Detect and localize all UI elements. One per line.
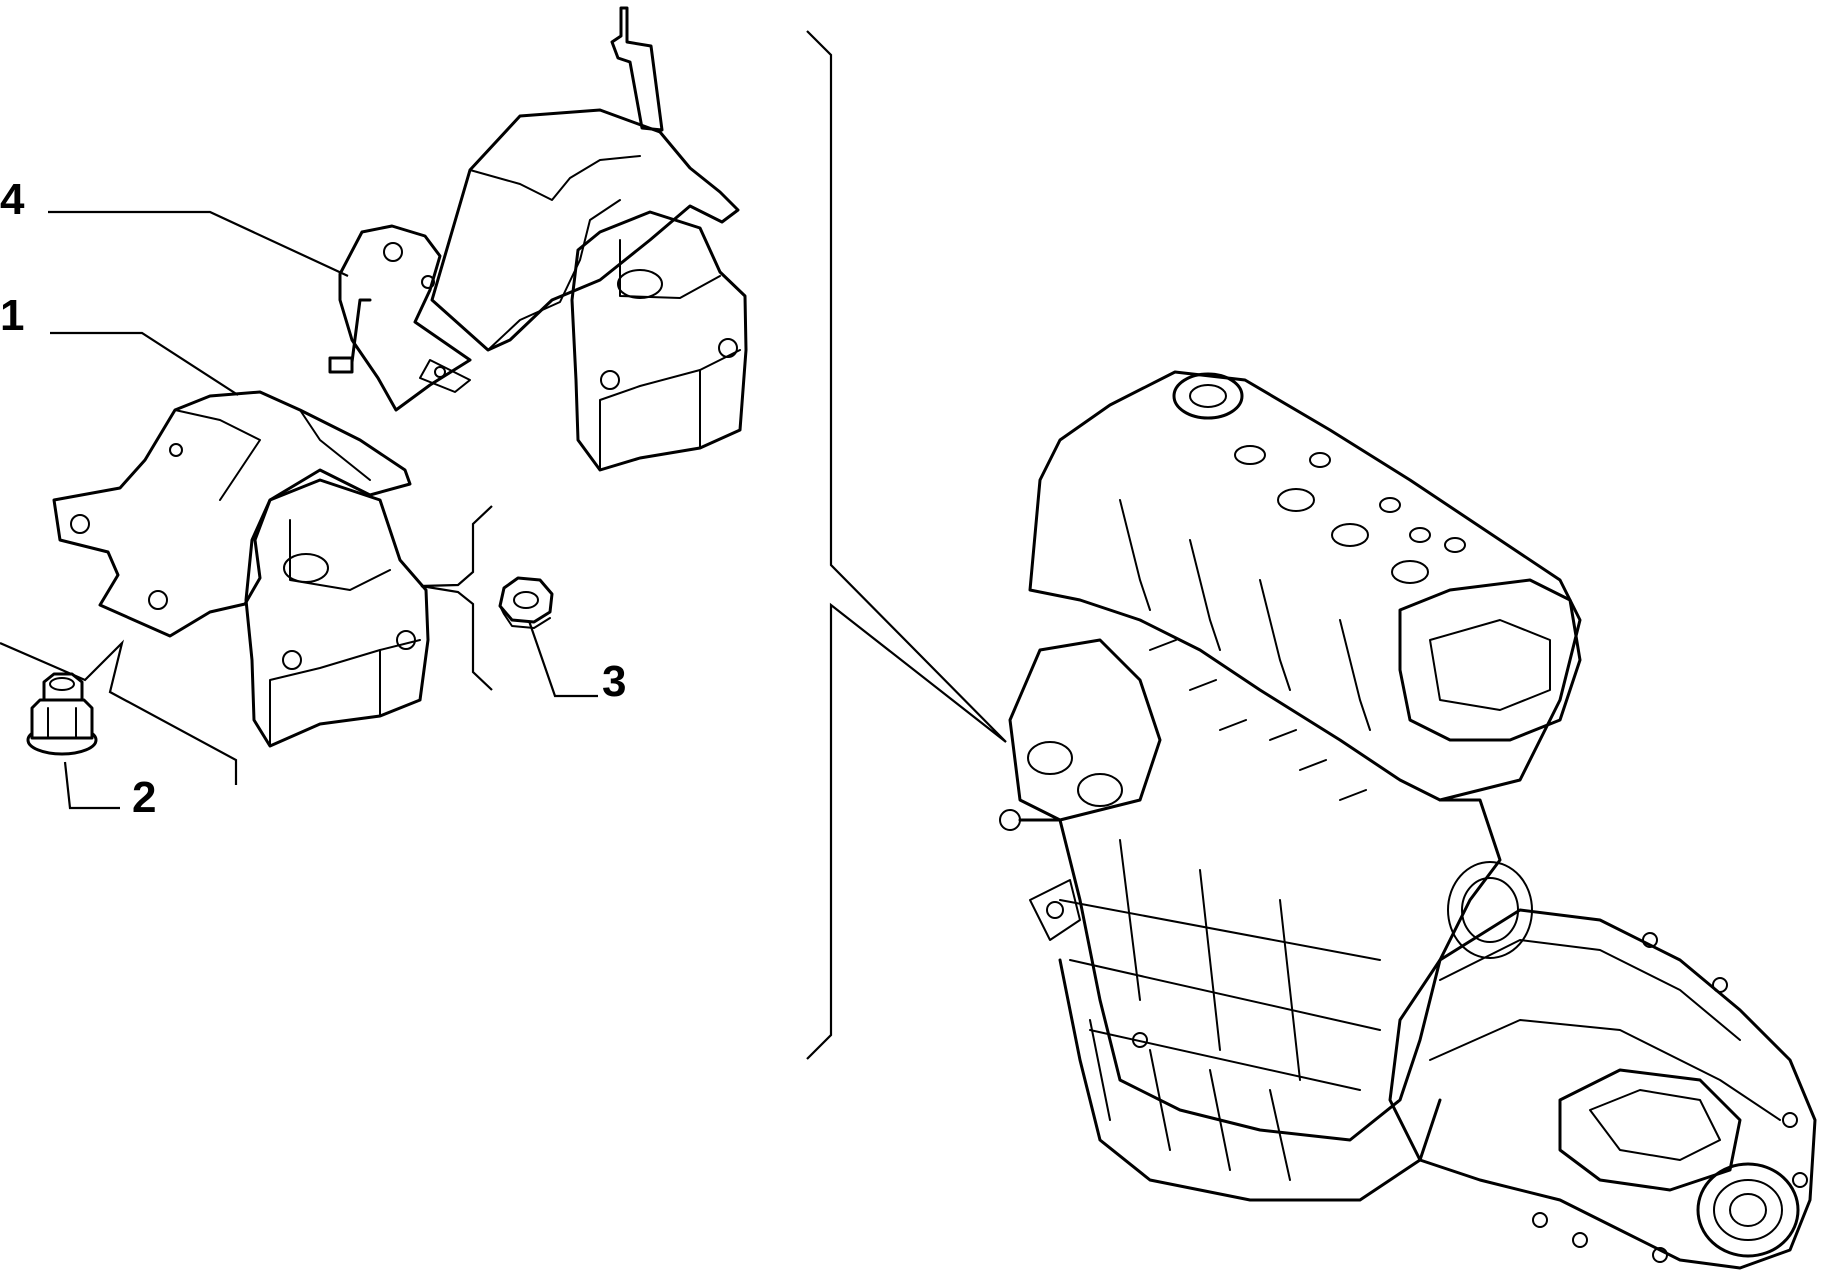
engine-gearbox-assembly	[999, 370, 1817, 1270]
hex-nut-item-3	[498, 576, 554, 629]
leader-line-1	[50, 331, 239, 396]
engine-mount-item-4	[328, 6, 748, 472]
callout-label-2: 2	[132, 773, 156, 822]
leader-line-2	[63, 761, 120, 810]
callout-label-4: 4	[0, 175, 25, 224]
leader-line-4	[48, 210, 349, 277]
callout-label-1: 1	[0, 291, 24, 340]
callout-label-3: 3	[602, 657, 626, 706]
bracket-3	[420, 505, 493, 691]
leader-line-3	[526, 617, 598, 698]
main-bracket	[806, 30, 1007, 1060]
flanged-nut-item-2	[26, 672, 98, 756]
engine-mount-item-1	[52, 390, 430, 748]
